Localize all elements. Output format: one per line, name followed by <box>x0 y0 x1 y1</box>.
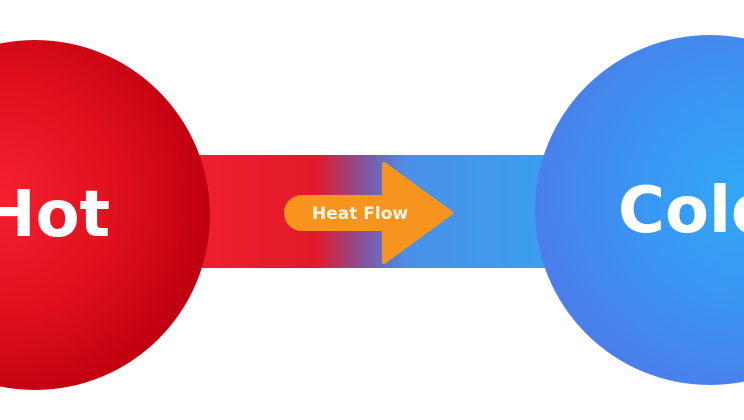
hot-circle <box>0 40 210 390</box>
cold-circle <box>535 35 744 385</box>
cold-label: Cold <box>618 174 744 248</box>
arrow-right-icon <box>284 162 453 264</box>
heat-flow-label: Heat Flow <box>312 204 408 224</box>
hot-label: Hot <box>0 178 110 252</box>
